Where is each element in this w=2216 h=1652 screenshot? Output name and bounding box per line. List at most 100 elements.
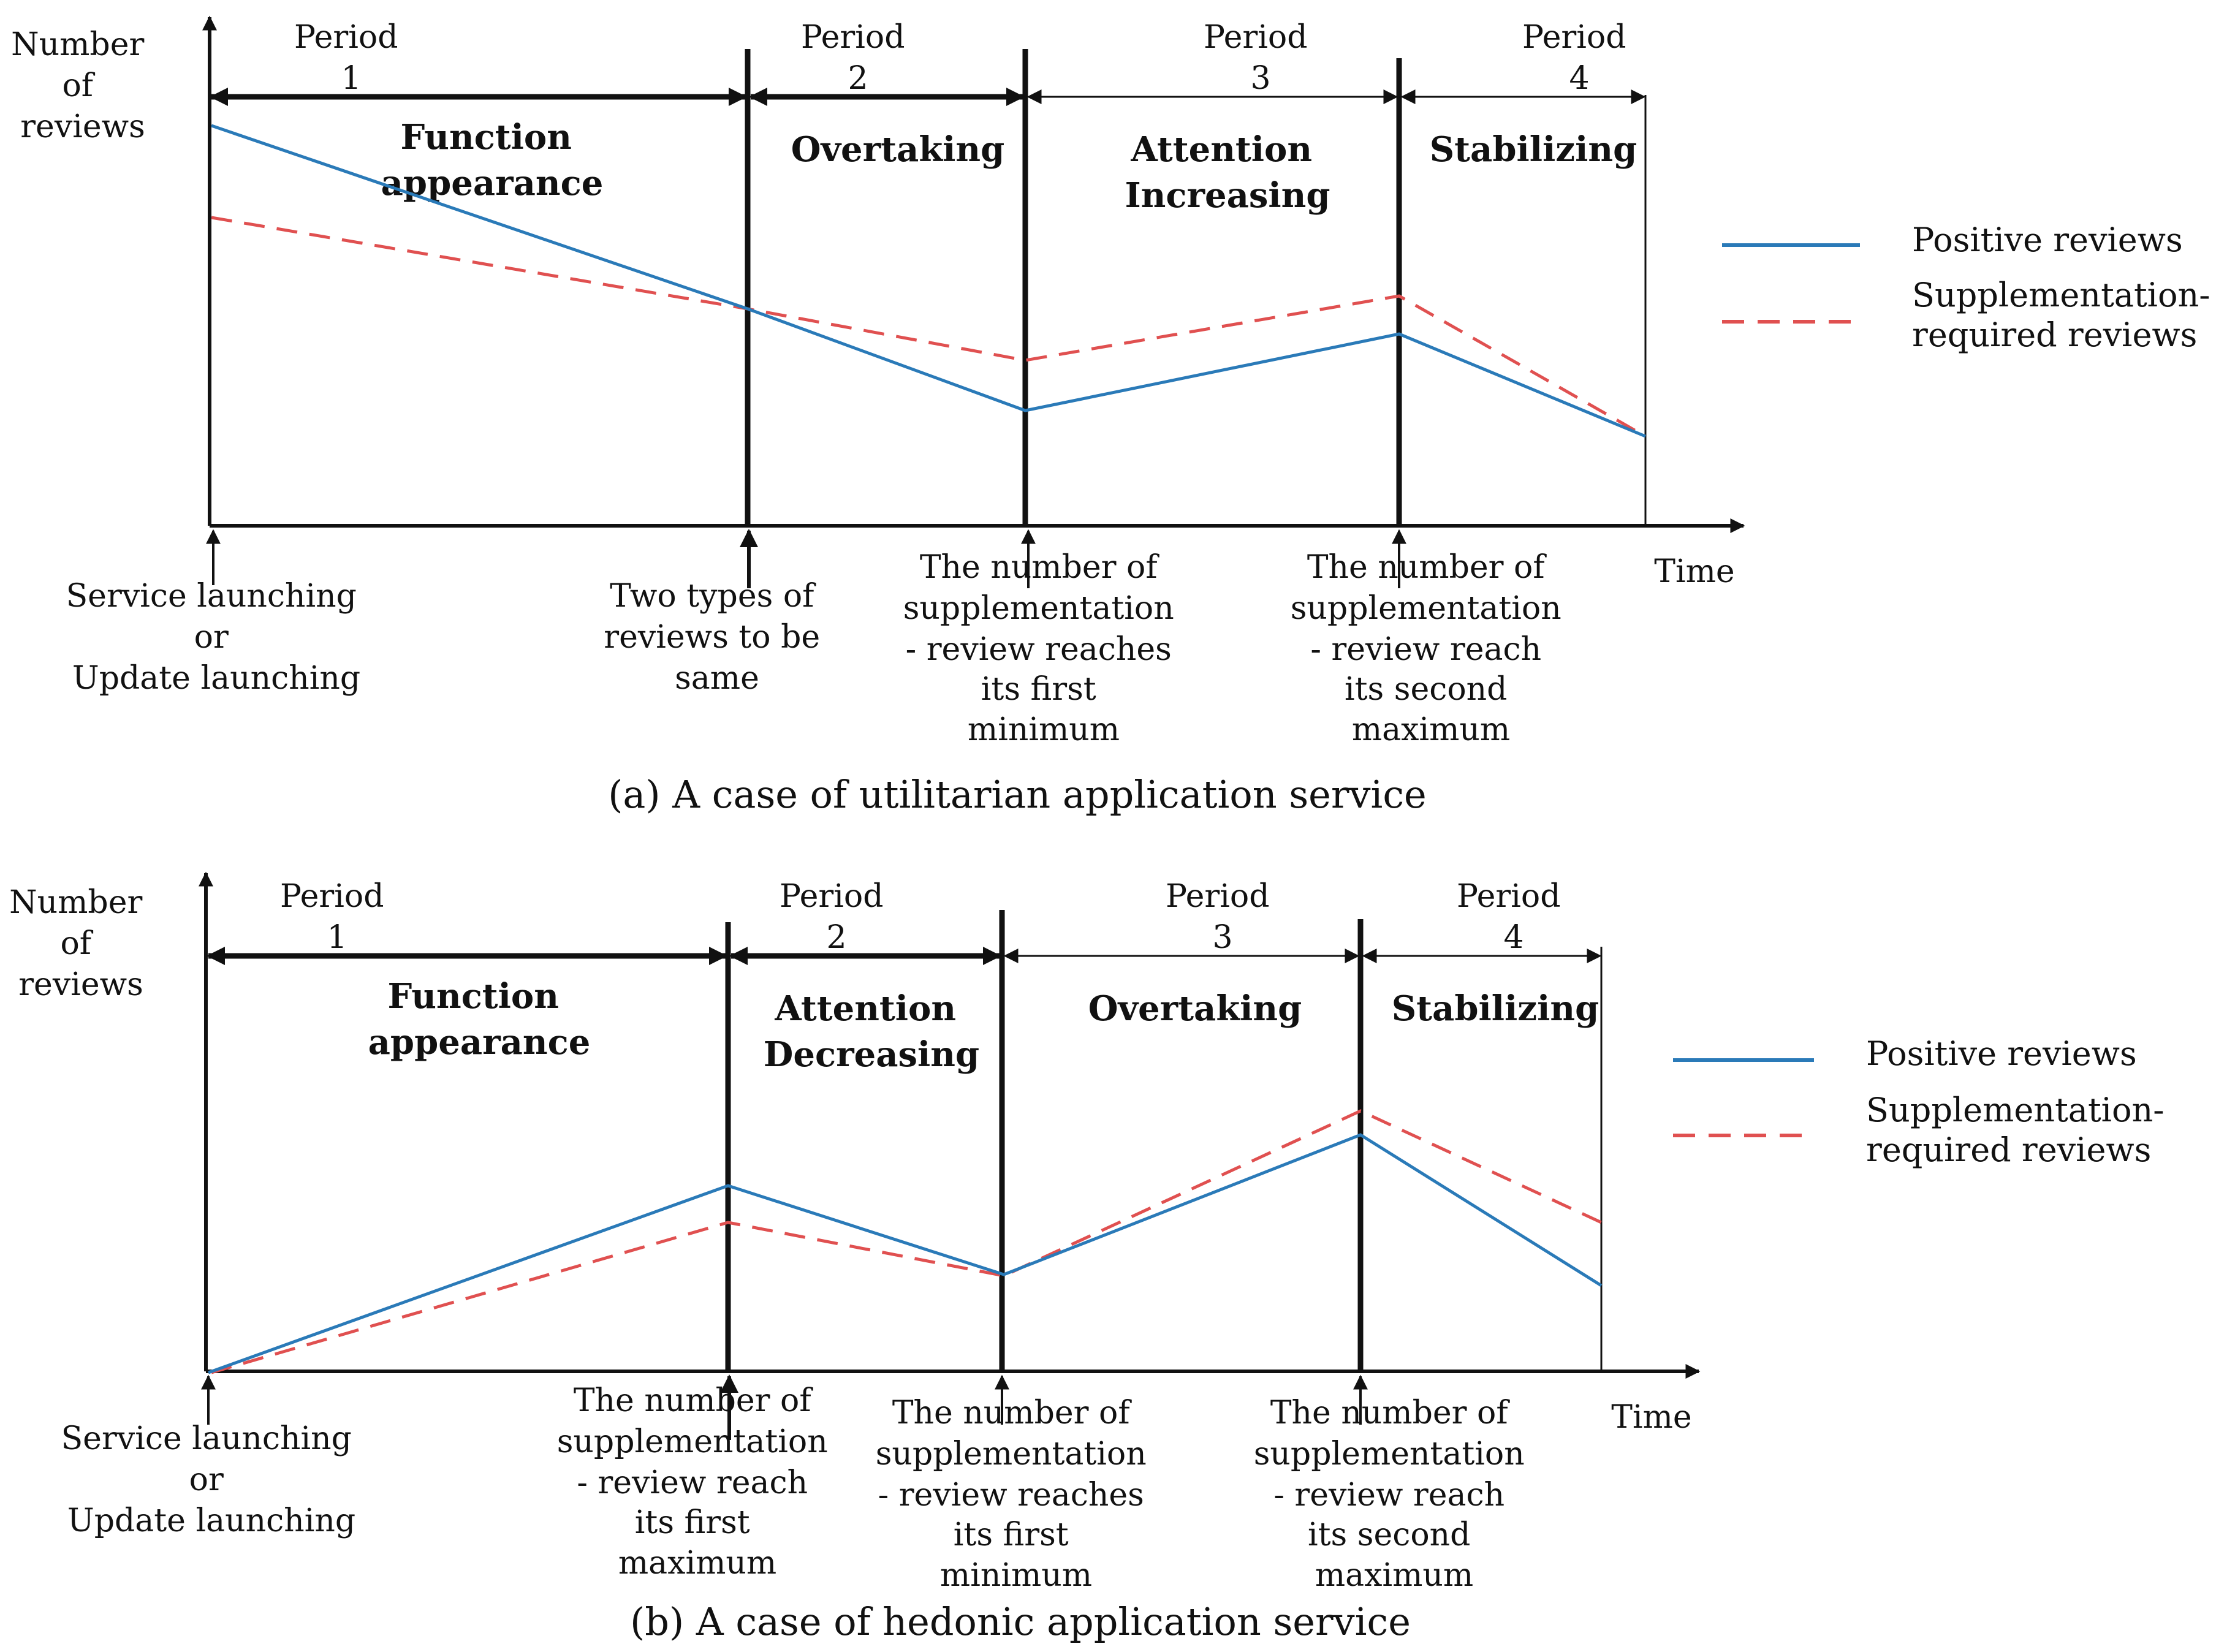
period-label-line: 3 [1212,919,1232,956]
event-label-line: or [194,619,229,656]
phase-label-line: appearance [381,163,604,203]
legend-label-line: required reviews [1912,316,2197,354]
event-label-line: supplementation [1254,1436,1525,1472]
phase-label-line: Attention [1130,129,1312,170]
period-label-line: 4 [1569,60,1589,97]
event-label: The number of supplementation - review r… [557,1382,838,1582]
period-label-line: Period [294,19,398,56]
event-label: The number of supplementation - review r… [1291,549,1571,748]
event-label-line: minimum [940,1557,1092,1594]
event-label-line: its second [1308,1517,1470,1553]
event-label-line: Update launching [72,660,360,697]
period-label: Period 2 [780,878,894,956]
legend-label-positive: Positive reviews [1912,221,2183,259]
panel-caption: (a) A case of utilitarian application se… [608,772,1427,817]
event-label-line: supplementation [903,590,1174,627]
panel-b: Number of reviews Time Period 1 Period 2… [9,871,2164,1644]
y-axis-label: Number of reviews [9,884,153,1003]
phase-label: Attention Decreasing [764,988,979,1075]
phase-label-line: Attention [774,988,956,1029]
phase-label-line: Stabilizing [1430,129,1637,170]
event-label-line: - review reaches [906,631,1172,668]
event-label-line: - review reaches [878,1477,1144,1514]
event-label-line: Two types of [610,578,816,615]
event-label: Two types of reviews to be same [604,578,830,697]
event-label: The number of supplementation - review r… [903,549,1184,748]
series-line-supplementation [211,1109,1603,1374]
period-label: Period 4 [1522,19,1636,97]
phase-label: Overtaking [1088,988,1302,1029]
event-label: The number of supplementation - review r… [1254,1395,1535,1594]
event-label-line: Service launching [66,578,357,615]
period-label: Period 1 [280,878,394,956]
period-label-line: Period [1204,19,1308,56]
event-label-line: The number of [574,1382,814,1419]
event-label-line: its first [981,671,1096,708]
event-label-line: The number of [1270,1395,1511,1431]
legend-label-line: Supplementation- [1912,276,2210,314]
phase-label: Function appearance [381,117,604,203]
phase-label-line: Overtaking [791,129,1005,170]
y-axis-label-line: reviews [20,108,145,145]
panel-caption: (b) A case of hedonic application servic… [630,1599,1411,1644]
event-label-line: maximum [618,1545,776,1582]
period-label: Period 4 [1457,878,1571,956]
period-label-line: 1 [341,60,361,97]
phase-label: Overtaking [791,129,1005,170]
event-label-line: minimum [968,711,1120,748]
event-label: Service launching or Update launching [66,578,367,697]
event-label-line: The number of [1307,549,1547,586]
phase-label: Stabilizing [1392,988,1599,1029]
period-label: Period 2 [801,19,915,97]
period-label-line: Period [280,878,384,915]
phase-label: Function appearance [368,976,591,1063]
event-label-line: The number of [920,549,1160,586]
event-label-line: supplementation [557,1423,828,1460]
period-label-line: 4 [1503,919,1524,956]
period-label-line: 3 [1250,60,1270,97]
phase-label-line: Function [400,117,572,157]
y-axis-label-line: of [60,925,93,962]
series-line-positive [208,1133,1603,1374]
phase-label-line: Decreasing [764,1034,979,1075]
x-axis-label: Time [1611,1399,1691,1436]
event-label-line: The number of [892,1395,1133,1431]
y-axis-label: Number of reviews [11,26,154,145]
period-label-line: 2 [826,919,846,956]
event-label-line: or [189,1461,224,1498]
phase-label: Stabilizing [1430,129,1637,170]
x-axis-label: Time [1654,553,1734,590]
series-line-supplementation [211,216,1647,438]
event-label: Service launching or Update launching [61,1420,362,1539]
panel-a: Number of reviews Time Period 1 Period 2… [11,15,2210,817]
y-axis-label-line: of [62,67,95,104]
y-axis-label-line: reviews [18,966,143,1003]
event-label-line: its second [1345,671,1507,708]
series-line-positive [211,124,1646,438]
period-label: Period 3 [1166,878,1280,956]
period-label-line: Period [1522,19,1626,56]
event-label-line: - review reach [1273,1477,1505,1514]
legend-label-line: Supplementation- [1866,1091,2164,1129]
event-label-line: maximum [1352,711,1510,748]
period-label-line: Period [1166,878,1270,915]
phase-label-line: appearance [368,1022,591,1063]
event-label-line: Service launching [61,1420,352,1457]
event-label-line: same [675,660,759,697]
phase-label-line: Increasing [1125,175,1330,216]
event-label-line: its first [954,1517,1069,1553]
event-label-line: - review reach [1310,631,1541,668]
legend: Positive reviews Supplementation- requir… [1673,1034,2164,1169]
legend-label-positive: Positive reviews [1866,1034,2137,1073]
event-label-line: Update launching [67,1502,355,1539]
event-label-line: - review reach [577,1464,808,1501]
period-label-line: 2 [848,60,868,97]
y-axis-label-line: Number [9,884,142,921]
event-label-line: maximum [1315,1557,1473,1594]
y-axis-label-line: Number [11,26,144,63]
event-label-line: its first [635,1504,750,1541]
phase-label-line: Overtaking [1088,988,1302,1029]
period-label-line: Period [780,878,884,915]
event-label-line: supplementation [876,1436,1147,1472]
